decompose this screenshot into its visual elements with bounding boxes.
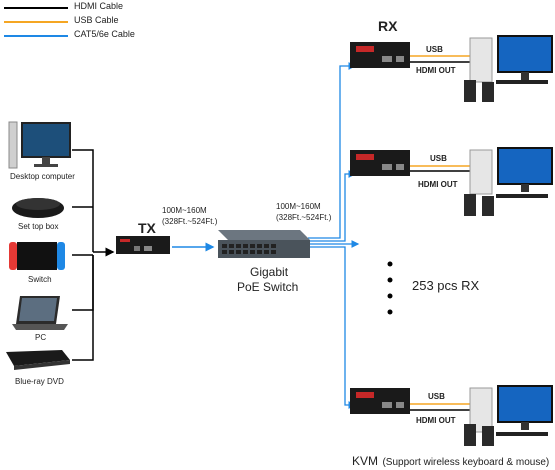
hdmi-legend-line xyxy=(4,7,68,9)
blu-ray-label: Blue-ray DVD xyxy=(15,377,64,386)
rx-label: RX xyxy=(378,18,398,34)
rx-output-cables xyxy=(410,55,470,411)
kvm-title: KVM xyxy=(352,454,379,468)
cat-legend-label: CAT5/6e Cable xyxy=(74,29,135,39)
more-receivers-dots xyxy=(387,261,393,315)
source-hdmi-lines xyxy=(72,149,115,361)
rx2-usb-label: USB xyxy=(430,154,447,163)
rx3-usb-label: USB xyxy=(428,392,445,401)
switch-to-rx-cables xyxy=(308,62,360,409)
usb-legend-line xyxy=(4,21,68,23)
kvm-label: KVM (Support wireless keyboard & mouse) xyxy=(352,452,549,470)
switch-console-icon xyxy=(9,242,65,270)
desktop-computer-label: Desktop computer xyxy=(10,172,75,181)
rx1-hdmi-out-label: HDMI OUT xyxy=(416,66,456,75)
tx-device-icon xyxy=(116,236,170,254)
pc-laptop-icon xyxy=(12,296,68,330)
kvm-note: (Support wireless keyboard & mouse) xyxy=(382,457,550,468)
tx-distance-line1: 100M~160M xyxy=(162,206,207,215)
rx-device-icon-3 xyxy=(350,388,410,414)
workstation-icon-3 xyxy=(464,385,553,446)
switch-distance-line2: (328Ft.~524Ft.) xyxy=(276,213,332,222)
rx2-hdmi-out-label: HDMI OUT xyxy=(418,180,458,189)
pc-label: PC xyxy=(35,333,47,342)
tx-label: TX xyxy=(138,220,156,236)
switch-label-line1: Gigabit xyxy=(250,265,289,279)
cat-legend-line xyxy=(4,35,68,37)
rx1-usb-label: USB xyxy=(426,45,443,54)
more-receivers-label: 253 pcs RX xyxy=(412,278,480,293)
poe-switch-icon xyxy=(218,230,310,258)
switch-label: Switch xyxy=(28,275,52,284)
usb-legend-label: USB Cable xyxy=(74,15,119,25)
blu-ray-player-icon xyxy=(6,350,70,370)
switch-label-line2: PoE Switch xyxy=(237,280,299,294)
hdmi-legend-label: HDMI Cable xyxy=(74,1,124,11)
rx3-hdmi-out-label: HDMI OUT xyxy=(416,416,456,425)
rx-device-icon-2 xyxy=(350,150,410,176)
switch-distance-line1: 100M~160M xyxy=(276,202,321,211)
tx-distance-line2: (328Ft.~524Ft.) xyxy=(162,217,218,226)
rx-device-icon-1 xyxy=(350,42,410,68)
workstation-icon-1 xyxy=(464,35,553,102)
set-top-box-icon xyxy=(12,198,64,218)
desktop-computer-icon xyxy=(8,121,71,169)
workstation-icon-2 xyxy=(464,147,553,216)
set-top-box-label: Set top box xyxy=(18,222,59,231)
